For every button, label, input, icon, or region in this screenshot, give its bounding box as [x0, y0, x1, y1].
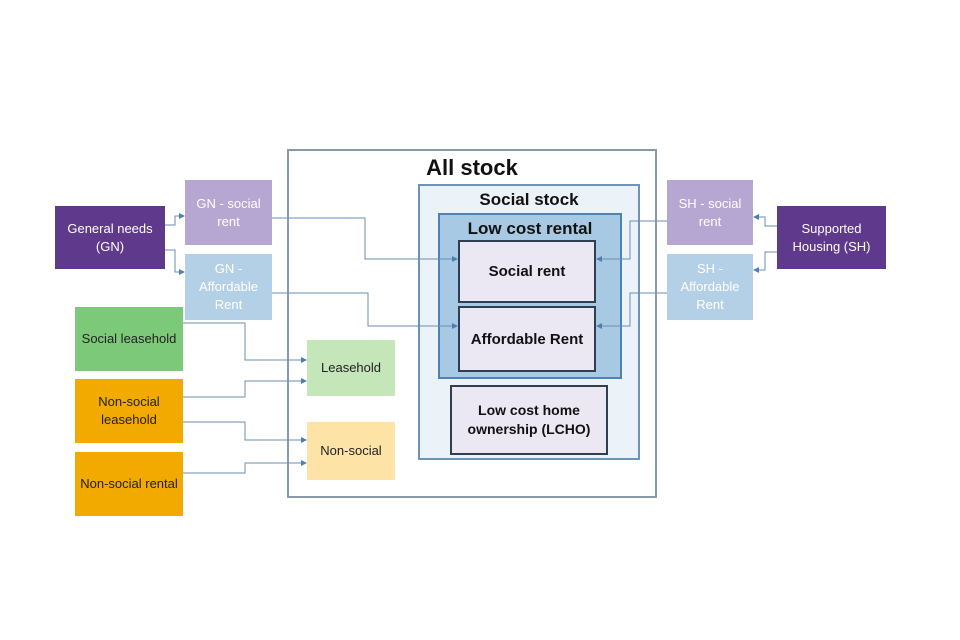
connector-gn-to-gn-social-rent — [165, 213, 185, 226]
sh-affordable-rent-box: SH - Affordable Rent — [667, 254, 753, 320]
connector-sh-to-sh-affordable-rent — [753, 251, 777, 273]
leasehold-box: Leasehold — [307, 340, 395, 396]
all-stock-title: All stock — [426, 155, 518, 180]
non-social-box: Non-social — [307, 422, 395, 480]
connector-sh-to-sh-social-rent — [753, 214, 777, 227]
non-social-leasehold-box: Non-social leasehold — [75, 379, 183, 443]
lcho-box: Low cost home ownership (LCHO) — [450, 385, 608, 455]
social-rent-box: Social rent — [458, 240, 596, 303]
gn-social-rent-box: GN - social rent — [185, 180, 272, 245]
general-needs-box: General needs (GN) — [55, 206, 165, 269]
sh-social-rent-box: SH - social rent — [667, 180, 753, 245]
non-social-rental-box: Non-social rental — [75, 452, 183, 516]
affordable-rent-box: Affordable Rent — [458, 306, 596, 372]
social-stock-title: Social stock — [479, 190, 579, 209]
social-leasehold-box: Social leasehold — [75, 307, 183, 371]
gn-affordable-rent-box: GN - Affordable Rent — [185, 254, 272, 320]
low-cost-rental-title: Low cost rental — [467, 219, 593, 238]
supported-housing-box: Supported Housing (SH) — [777, 206, 886, 269]
connector-gn-to-gn-affordable-rent — [165, 249, 185, 275]
